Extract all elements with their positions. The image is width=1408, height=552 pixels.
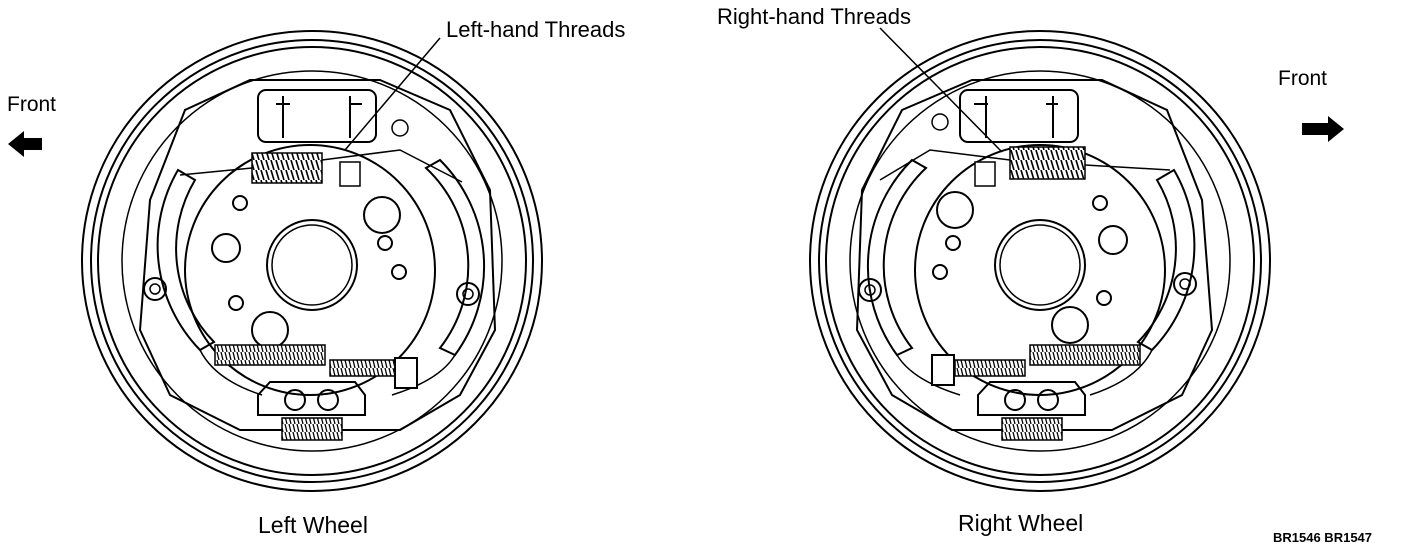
left-upper-spring <box>251 152 323 184</box>
figure-code: BR1546 BR1547 <box>1273 530 1373 545</box>
left-wheel-caption: Left Wheel <box>258 512 368 538</box>
arrow-right-icon <box>1302 116 1344 142</box>
right-anchor-block <box>977 381 1086 416</box>
right-wheel-caption: Right Wheel <box>958 510 1084 536</box>
left-anchor-block <box>257 381 366 416</box>
left-hand-threads-label: Left-hand Threads <box>446 17 626 42</box>
left-backing-plate <box>138 79 497 431</box>
right-wheel-drawing <box>809 27 1271 492</box>
left-wheel-drawing <box>81 30 543 492</box>
left-hub-plate <box>184 144 436 396</box>
right-upper-spring <box>1009 146 1086 180</box>
right-brake-shoes <box>866 158 1196 396</box>
front-right-label: Front <box>1278 67 1328 90</box>
arrow-left-icon <box>8 131 42 157</box>
right-lower-spring <box>1029 344 1141 366</box>
right-hand-threads-label: Right-hand Threads <box>717 4 912 29</box>
left-lower-spring <box>214 344 326 366</box>
front-left-label: Front <box>7 93 57 116</box>
left-drum <box>81 30 543 492</box>
right-wheel-cylinder <box>959 89 1079 143</box>
left-brake-shoes <box>156 158 486 396</box>
left-callout-leader <box>344 37 441 151</box>
right-callout-leader <box>879 27 1003 153</box>
right-backing-plate <box>855 79 1214 431</box>
left-wheel-cylinder <box>257 89 377 143</box>
right-drum <box>809 30 1271 492</box>
